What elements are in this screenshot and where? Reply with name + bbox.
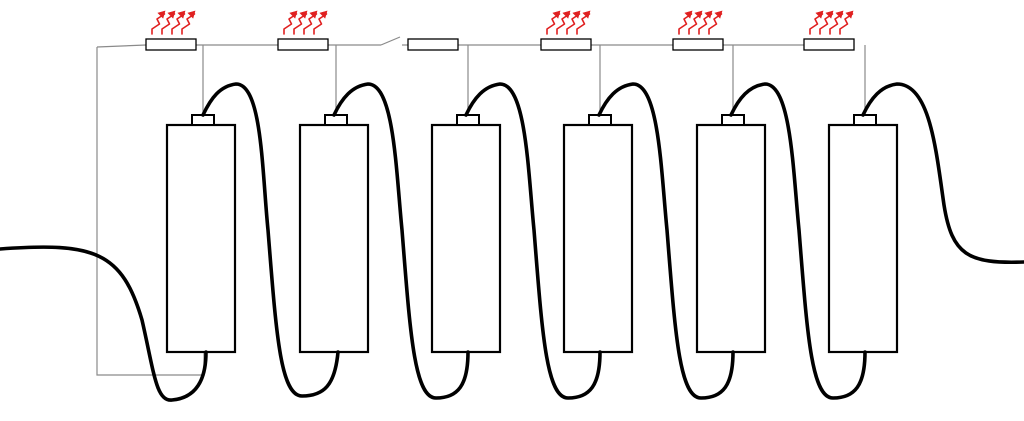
cell-casing — [695, 123, 767, 354]
cell-cap — [588, 114, 612, 126]
open-switch-icon — [380, 36, 401, 46]
resistor — [145, 38, 197, 51]
cell-casing — [165, 123, 237, 354]
cell-cap — [721, 114, 745, 126]
cell-cap — [324, 114, 348, 126]
battery-cell — [165, 114, 237, 354]
cell-cap — [853, 114, 877, 126]
battery-cell — [827, 114, 899, 354]
cell-casing — [562, 123, 634, 354]
resistor — [540, 38, 592, 51]
cell-casing — [298, 123, 370, 354]
coolant-tube — [0, 82, 1024, 402]
battery-cell — [695, 114, 767, 354]
resistor — [277, 38, 329, 51]
cell-cap — [456, 114, 480, 126]
resistor — [407, 38, 459, 51]
wavy-heat-arrows-icon — [283, 10, 328, 35]
heat-emission-group — [151, 10, 854, 35]
resistor — [803, 38, 855, 51]
wavy-heat-arrows-icon — [678, 10, 723, 35]
wavy-heat-arrows-icon — [546, 10, 591, 35]
wavy-heat-arrows-icon — [151, 10, 196, 35]
wavy-heat-arrows-icon — [809, 10, 854, 35]
battery-cell — [298, 114, 370, 354]
battery-cell — [430, 114, 502, 354]
bus-wire — [96, 44, 147, 48]
battery-cell — [562, 114, 634, 354]
cell-row — [165, 114, 899, 354]
cell-casing — [430, 123, 502, 354]
resistor — [672, 38, 724, 51]
tubing-group — [0, 82, 1024, 402]
resistor-row — [145, 38, 855, 51]
cell-casing — [827, 123, 899, 354]
